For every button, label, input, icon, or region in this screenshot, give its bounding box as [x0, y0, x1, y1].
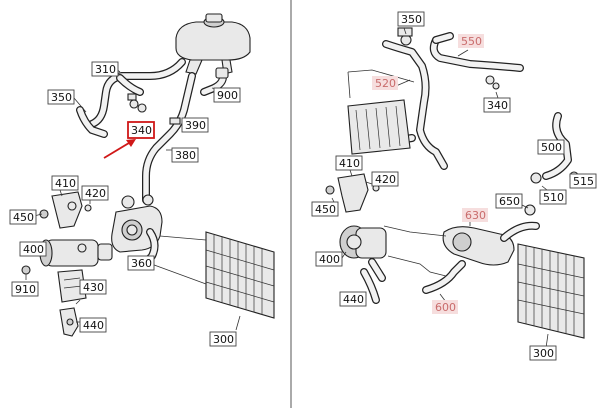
label-360: 360	[127, 255, 155, 271]
label-450: 450	[9, 209, 37, 225]
svg-text:360: 360	[131, 257, 152, 270]
label-420-right: 420	[371, 171, 399, 187]
label-410: 410	[51, 175, 79, 191]
svg-text:910: 910	[15, 283, 36, 296]
svg-text:300: 300	[533, 347, 554, 360]
pump-400-right	[339, 225, 387, 282]
label-910: 910	[11, 281, 39, 297]
svg-text:340: 340	[487, 99, 508, 112]
bracket-440	[59, 307, 79, 337]
svg-text:900: 900	[217, 89, 238, 102]
label-900: 900	[213, 87, 241, 103]
label-650: 650	[495, 193, 523, 209]
label-520: 520	[372, 76, 398, 90]
bracket-410	[39, 191, 92, 229]
label-420: 420	[81, 185, 109, 201]
cover-430	[57, 269, 87, 303]
bracket-440-right	[360, 268, 380, 304]
label-600: 600	[432, 300, 458, 314]
heater-core	[347, 99, 411, 155]
label-400-right: 400	[315, 251, 343, 267]
svg-text:600: 600	[435, 301, 456, 314]
clamp-340	[127, 93, 147, 113]
svg-text:450: 450	[13, 211, 34, 224]
svg-text:430: 430	[83, 281, 104, 294]
label-340-right: 340	[483, 97, 511, 113]
pump-360	[111, 194, 163, 267]
red-arrow-icon	[103, 139, 136, 159]
svg-text:400: 400	[319, 253, 340, 266]
svg-text:410: 410	[339, 157, 360, 170]
svg-text:510: 510	[543, 191, 564, 204]
hose-350	[76, 106, 108, 138]
label-440: 440	[79, 317, 107, 333]
svg-text:410: 410	[55, 177, 76, 190]
label-630: 630	[462, 208, 488, 222]
label-430: 430	[79, 279, 107, 295]
svg-text:440: 440	[343, 293, 364, 306]
label-350: 350	[47, 89, 75, 105]
svg-text:390: 390	[185, 119, 206, 132]
radiator-300-right	[517, 243, 585, 339]
svg-text:650: 650	[499, 195, 520, 208]
label-440-right: 440	[339, 291, 367, 307]
svg-text:520: 520	[375, 77, 396, 90]
hose-310	[88, 58, 186, 128]
label-400: 400	[19, 241, 47, 257]
label-515: 515	[569, 173, 597, 189]
label-550: 550	[458, 34, 484, 48]
bracket-410-right	[325, 173, 380, 213]
radiator-300	[145, 231, 275, 319]
label-380: 380	[171, 147, 199, 163]
svg-text:350: 350	[401, 13, 422, 26]
svg-text:420: 420	[375, 173, 396, 186]
svg-text:500: 500	[541, 141, 562, 154]
svg-text:630: 630	[465, 209, 486, 222]
right-panel: 350 550 520 340 500 410 420 515	[311, 11, 597, 361]
expansion-tank	[175, 13, 251, 75]
svg-text:550: 550	[461, 35, 482, 48]
label-410-right: 410	[335, 155, 363, 171]
svg-text:420: 420	[85, 187, 106, 200]
label-310: 310	[91, 61, 119, 77]
label-500: 500	[537, 139, 565, 155]
left-panel: 310 350 340 390 380 900 410 420	[9, 13, 275, 347]
label-300-right: 300	[529, 345, 557, 361]
svg-text:450: 450	[315, 203, 336, 216]
svg-text:515: 515	[573, 175, 594, 188]
hose-550	[429, 32, 524, 72]
label-340-highlighted[interactable]: 340	[127, 121, 155, 139]
svg-text:310: 310	[95, 63, 116, 76]
label-350-right: 350	[397, 11, 425, 27]
svg-text:300: 300	[213, 333, 234, 346]
svg-text:380: 380	[175, 149, 196, 162]
clamp-340-right	[485, 75, 500, 90]
svg-text:440: 440	[83, 319, 104, 332]
label-300: 300	[209, 331, 237, 347]
svg-text:400: 400	[23, 243, 44, 256]
radiator-fins	[205, 235, 275, 315]
svg-text:340: 340	[131, 124, 152, 137]
label-510: 510	[539, 189, 567, 205]
svg-text:350: 350	[51, 91, 72, 104]
pump-630	[442, 204, 540, 266]
hose-600	[422, 260, 466, 294]
label-450-right: 450	[311, 201, 339, 217]
label-390: 390	[181, 117, 209, 133]
hose-380	[142, 72, 196, 204]
